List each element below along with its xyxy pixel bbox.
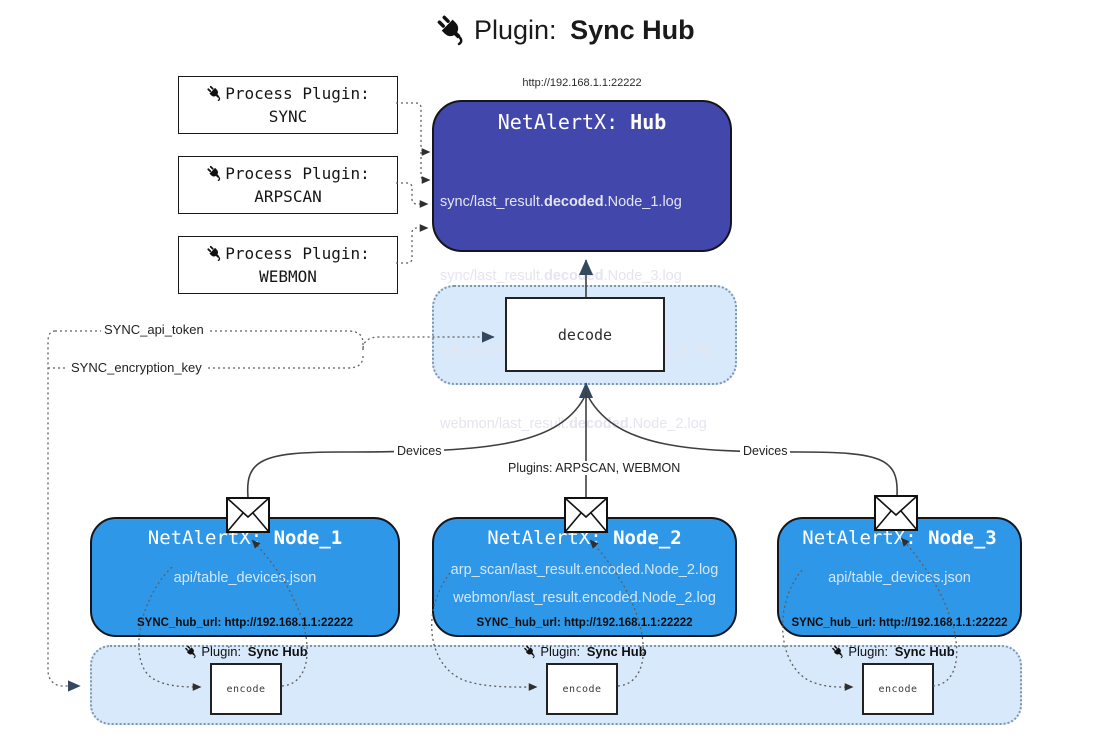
process-plugin-sync: Process Plugin: SYNC bbox=[178, 76, 398, 134]
hub-log-item: sync/last_result.decoded.Node_1.log bbox=[440, 194, 682, 211]
node3-hub-url: SYNC_hub_url: http://192.168.1.1:22222 bbox=[791, 617, 1008, 629]
plug-icon bbox=[523, 645, 537, 659]
hub-title-prefix: NetAlertX: bbox=[497, 110, 631, 134]
devices-left-label: Devices bbox=[394, 444, 445, 458]
process-plugin-name: WEBMON bbox=[259, 267, 317, 286]
encoder2-plugin-label: Plugin: Sync Hub bbox=[475, 644, 695, 659]
devices-right-label: Devices bbox=[740, 444, 791, 458]
node1-file: api/table_devices.json bbox=[173, 570, 317, 586]
plugins-mid-label: Plugins: ARPSCAN, WEBMON bbox=[505, 461, 684, 475]
sync-api-token-label: SYNC_api_token bbox=[101, 322, 207, 337]
page-title-prefix: Plugin: bbox=[474, 15, 565, 45]
process-plugin-label: Process Plugin: bbox=[225, 243, 370, 263]
node2-file: webmon/last_result.encoded.Node_2.log bbox=[453, 590, 716, 606]
mail-icon bbox=[226, 497, 270, 533]
hub-box bbox=[432, 100, 732, 252]
sync-encryption-key-label: SYNC_encryption_key bbox=[68, 360, 205, 375]
node2-hub-url: SYNC_hub_url: http://192.168.1.1:22222 bbox=[476, 617, 693, 629]
hub-title-bold: Hub bbox=[630, 110, 667, 134]
process-plugin-name: ARPSCAN bbox=[254, 187, 322, 206]
hub-title: NetAlertX: Hub bbox=[432, 110, 732, 134]
plug-icon bbox=[184, 645, 198, 659]
encode2-box: encode bbox=[546, 663, 618, 715]
plug-icon bbox=[435, 14, 468, 47]
node1-hub-url: SYNC_hub_url: http://192.168.1.1:22222 bbox=[136, 617, 354, 629]
page-title-bold: Sync Hub bbox=[570, 15, 695, 45]
encode1-box: encode bbox=[210, 663, 282, 715]
plug-icon bbox=[206, 245, 223, 262]
node2-file: arp_scan/last_result.encoded.Node_2.log bbox=[450, 562, 719, 578]
plug-icon bbox=[831, 645, 845, 659]
process-plugin-label: Process Plugin: bbox=[225, 163, 370, 183]
encoder1-plugin-label: Plugin: Sync Hub bbox=[136, 644, 356, 659]
mail-icon bbox=[564, 497, 608, 533]
node3-file: api/table_devices.json bbox=[828, 570, 971, 586]
encode3-box: encode bbox=[862, 663, 934, 715]
edge-arpscan-to-hub bbox=[396, 182, 429, 208]
process-plugin-arpscan: Process Plugin: ARPSCAN bbox=[178, 156, 398, 214]
edge-sync-to-hub1 bbox=[396, 102, 431, 156]
hub-url-label: http://192.168.1.1:22222 bbox=[522, 77, 642, 89]
process-plugin-name: SYNC bbox=[268, 107, 308, 126]
edge-webmon-to-hub bbox=[396, 224, 429, 264]
hub-log-item: webmon/last_result.decoded.Node_2.log bbox=[440, 415, 707, 432]
page-title: Plugin: Sync Hub bbox=[435, 14, 695, 47]
hub-log-item: sync/last_result.decoded.Node_3.log bbox=[440, 267, 682, 284]
edge-key-to-strip bbox=[47, 330, 81, 692]
encoder3-plugin-label: Plugin: Sync Hub bbox=[783, 644, 1003, 659]
edge-sync-to-hub2 bbox=[420, 152, 431, 184]
mail-icon bbox=[874, 495, 918, 531]
process-plugin-webmon: Process Plugin: WEBMON bbox=[178, 236, 398, 294]
decode-box: decode bbox=[505, 297, 665, 372]
plug-icon bbox=[206, 85, 223, 102]
plug-icon bbox=[206, 165, 223, 182]
process-plugin-label: Process Plugin: bbox=[225, 83, 370, 103]
